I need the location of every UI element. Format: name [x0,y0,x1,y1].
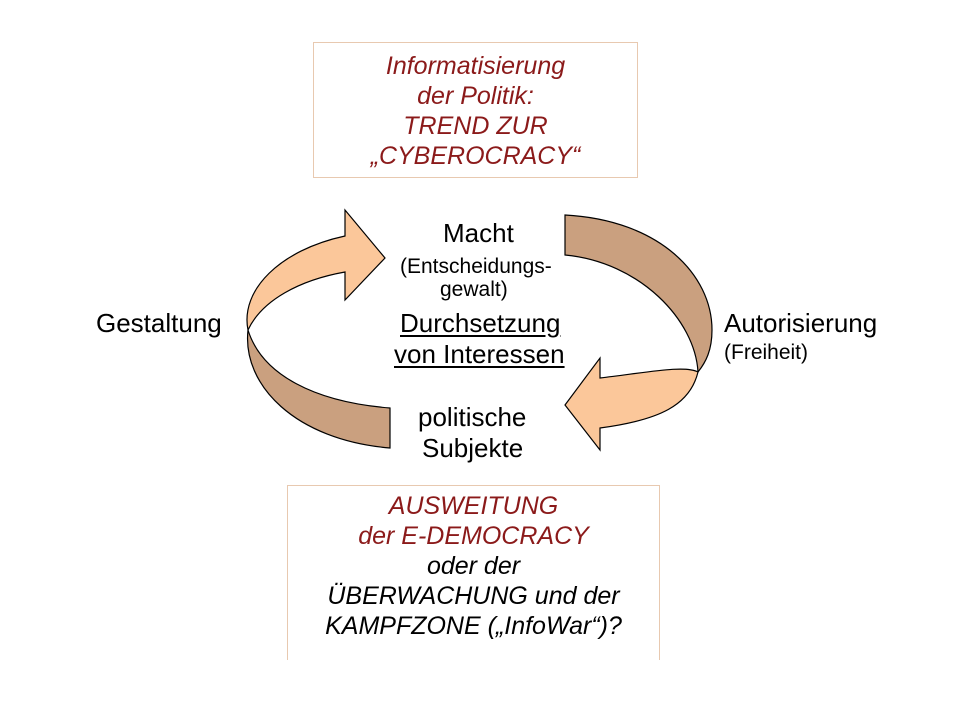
freiheit-label: (Freiheit) [724,341,809,364]
durchsetzung-line-1: Durchsetzung [400,308,561,338]
bottom-box-line-1: AUSWEITUNG [388,492,559,520]
left-arrow-face [246,208,386,332]
left-arrow-side [246,329,391,449]
bottom-box-line-5: KAMPFZONE („InfoWar“)? [325,612,622,640]
subjekte-line-1: politische [418,402,527,432]
gestaltung-label: Gestaltung [96,308,222,338]
macht-label: Macht [443,218,514,248]
right-arrow-face [564,356,699,452]
bottom-box-line-4: ÜBERWACHUNG und der [327,582,620,610]
top-box-line-4: „CYBEROCRACY“ [370,142,581,170]
macht-sub-1: (Entscheidungs- [400,255,552,278]
bottom-text-box: AUSWEITUNG der E-DEMOCRACY oder der ÜBER… [287,485,660,660]
right-arrow-side [564,214,713,374]
top-text-box: Informatisierung der Politik: TREND ZUR … [313,42,638,178]
subjekte-line-2: Subjekte [422,433,524,463]
macht-sub-2: gewalt) [440,278,508,301]
top-box-line-2: der Politik: [417,82,534,110]
bottom-box-line-3: oder der [426,552,521,580]
top-box-line-1: Informatisierung [385,52,566,80]
durchsetzung-line-2: von Interessen [394,339,565,369]
bottom-box-line-2: der E-DEMOCRACY [358,522,589,550]
top-box-line-3: TREND ZUR [403,112,548,140]
autorisierung-label: Autorisierung [724,308,878,338]
